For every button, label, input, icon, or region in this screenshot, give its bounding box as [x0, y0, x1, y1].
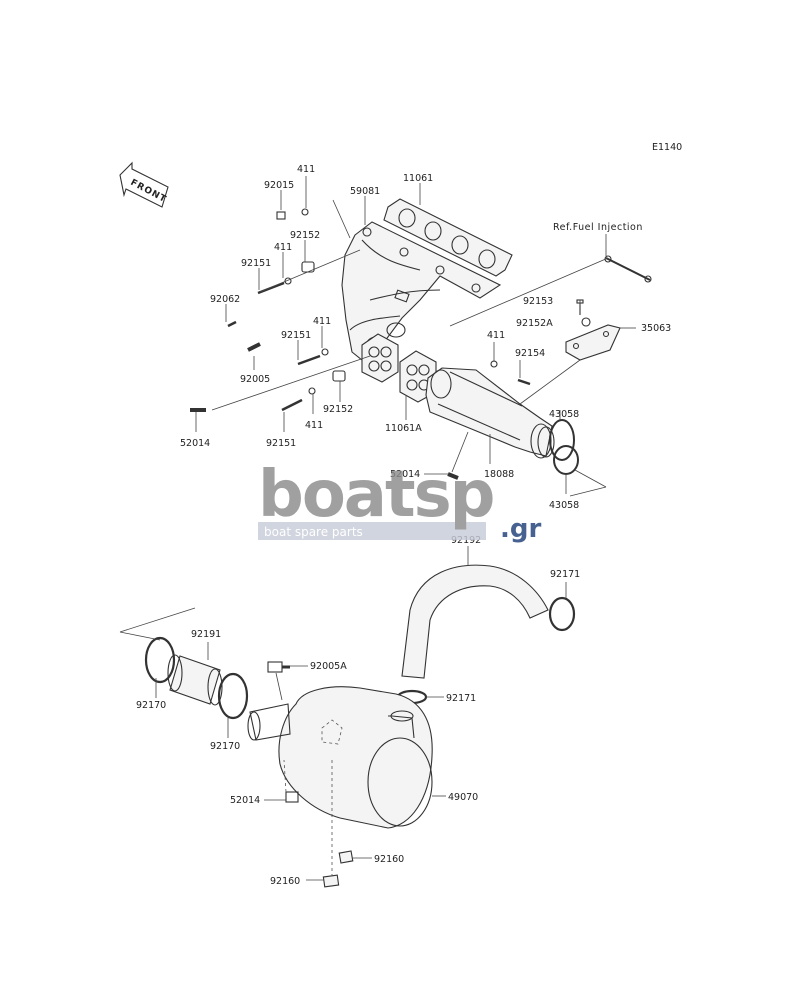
label-43058-b: 43058	[549, 500, 579, 511]
gasket-11061a	[361, 333, 437, 403]
label-411-c: 411	[313, 316, 331, 327]
label-92152a-upper: 92152A	[516, 318, 553, 329]
bolts-and-washers	[190, 208, 531, 480]
label-59081: 59081	[350, 186, 380, 197]
leader-lines-upper	[195, 176, 636, 497]
watermark-word: boatsp	[258, 458, 493, 532]
label-411-d: 411	[305, 420, 323, 431]
label-92153: 92153	[523, 296, 553, 307]
watermark-tagline: boat spare parts	[264, 525, 363, 539]
watermark-suffix: .gr	[500, 514, 541, 544]
label-92015: 92015	[264, 180, 294, 191]
part-labels: 411 92015 59081 11061 92152 411 92151 92…	[136, 164, 671, 887]
fuel-injection-rod	[604, 234, 652, 283]
clamp-92170-b	[217, 672, 249, 720]
label-92152-a: 92152	[290, 230, 320, 241]
exhaust-pipe-18088	[425, 367, 555, 459]
label-92160-b: 92160	[270, 876, 300, 887]
label-92171-a: 92171	[550, 569, 580, 580]
exhaust-manifold	[341, 221, 502, 361]
label-92152-b: 92152	[323, 404, 353, 415]
clamp-92170-a	[144, 636, 176, 684]
label-11061a: 11061A	[385, 423, 422, 434]
ref-fuel-injection-label: Ref.Fuel Injection	[553, 222, 643, 233]
label-92005a: 92005A	[310, 661, 347, 672]
label-92191: 92191	[191, 629, 221, 640]
label-52014-c: 52014	[230, 795, 260, 806]
label-18088: 18088	[484, 469, 514, 480]
tail-pipe-92192	[401, 546, 549, 679]
label-35063: 35063	[641, 323, 671, 334]
o-ring-43058-a	[549, 419, 575, 461]
label-411-a: 411	[297, 164, 315, 175]
label-92062: 92062	[210, 294, 240, 305]
label-52014-a: 52014	[180, 438, 210, 449]
front-arrow-icon: FRONT	[119, 161, 169, 208]
label-92151-a: 92151	[241, 258, 271, 269]
label-92170-b: 92170	[210, 741, 240, 752]
diagram-code: E1140	[652, 142, 682, 153]
label-92151-c: 92151	[266, 438, 296, 449]
label-411-e: 411	[487, 330, 505, 341]
label-49070: 49070	[448, 792, 478, 803]
muffler-49070	[247, 686, 446, 829]
hose-92191	[167, 654, 223, 706]
gasket-11061	[383, 198, 513, 277]
label-411-b: 411	[274, 242, 292, 253]
fitting-52014	[285, 791, 299, 803]
boatsp-watermark: boatsp .gr boat spare parts	[258, 458, 541, 544]
label-52014-b: 52014	[390, 469, 420, 480]
front-label: FRONT	[129, 178, 168, 205]
pad-92160-b	[322, 874, 340, 888]
fitting-92005a	[267, 661, 283, 673]
label-92005: 92005	[240, 374, 270, 385]
label-92151-b: 92151	[281, 330, 311, 341]
label-92192: 92192	[451, 535, 481, 546]
bracket-35063	[565, 324, 621, 361]
label-92171-b: 92171	[446, 693, 476, 704]
label-92160-a: 92160	[374, 854, 404, 865]
label-11061: 11061	[403, 173, 433, 184]
clamp-92171-a	[548, 596, 576, 632]
label-43058-a: 43058	[549, 409, 579, 420]
label-92170-a: 92170	[136, 700, 166, 711]
pad-92160-a	[338, 850, 354, 864]
label-92154: 92154	[515, 348, 545, 359]
